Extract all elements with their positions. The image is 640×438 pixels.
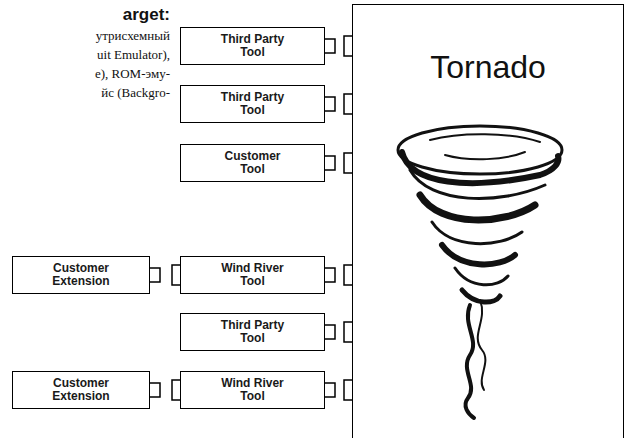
box-label: Third Party Tool [213, 319, 293, 345]
plug-connector [325, 36, 352, 56]
extension-box: Customer Extension [12, 371, 150, 409]
plug-connector [150, 380, 180, 400]
plug-connector [325, 380, 352, 400]
plug-connector [325, 322, 352, 342]
frame-title: Tornado [430, 49, 546, 85]
box-label: Wind River Tool [213, 377, 293, 403]
extension-box: Customer Extension [12, 256, 150, 294]
tool-box: Third Party Tool [180, 85, 325, 123]
cropped-text-line: йс (Backgro- [95, 83, 170, 102]
tool-box: Wind River Tool [180, 371, 325, 409]
box-label: Customer Extension [41, 262, 121, 288]
box-label: Third Party Tool [213, 91, 293, 117]
cropped-text-line: uit Emulator), [95, 45, 170, 64]
tool-box: Wind River Tool [180, 256, 325, 294]
box-label: Third Party Tool [213, 33, 293, 59]
cropped-text-line: e), ROM-эму- [95, 64, 170, 83]
tool-box: Third Party Tool [180, 27, 325, 65]
plug-connector [325, 153, 352, 173]
plug-connector [150, 265, 180, 285]
box-label: Customer Tool [213, 150, 293, 176]
text-fragment-column: arget:утрисхемныйuit Emulator),e), ROM-э… [95, 4, 170, 102]
box-label: Wind River Tool [213, 262, 293, 288]
cropped-heading: arget: [95, 4, 170, 26]
platform-frame: Tornado [352, 4, 624, 438]
tool-box: Customer Tool [180, 144, 325, 182]
plug-connector [325, 265, 352, 285]
box-label: Customer Extension [41, 377, 121, 403]
tool-box: Third Party Tool [180, 313, 325, 351]
plug-connector [325, 94, 352, 114]
cropped-text-line: утрисхемный [95, 26, 170, 45]
